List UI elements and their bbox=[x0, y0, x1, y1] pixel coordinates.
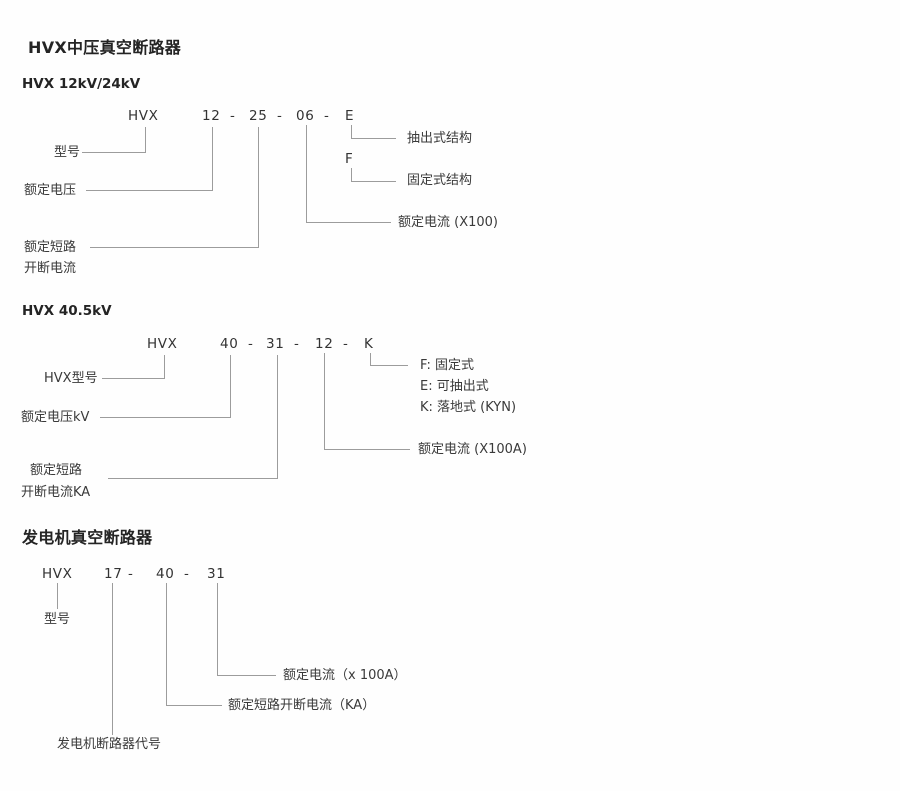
connector-vline bbox=[164, 355, 165, 379]
code-separator: - bbox=[277, 108, 283, 124]
connector-hline bbox=[351, 181, 396, 182]
connector-vline bbox=[351, 168, 352, 182]
connector-vline bbox=[112, 583, 113, 735]
connector-hline bbox=[90, 247, 258, 248]
code-separator: - bbox=[184, 566, 190, 582]
connector-hline bbox=[102, 378, 164, 379]
label-rated-voltage-kv: 额定电压kV bbox=[21, 410, 90, 425]
connector-vline bbox=[351, 125, 352, 139]
section-12kv-subtitle: HVX 12kV/24kV bbox=[22, 76, 141, 92]
connector-vline bbox=[324, 353, 325, 450]
code-separator: - bbox=[128, 566, 134, 582]
code-separator: - bbox=[230, 108, 236, 124]
connector-hline bbox=[166, 705, 222, 706]
code-separator: - bbox=[343, 336, 349, 352]
label-rated-current: 额定电流（x 100A） bbox=[283, 668, 407, 683]
code-token-generator: 17 bbox=[104, 566, 123, 582]
code-token-short-circuit: 25 bbox=[249, 108, 268, 124]
section-generator-title: 发电机真空断路器 bbox=[22, 528, 153, 547]
label-generator-breaker-code: 发电机断路器代号 bbox=[57, 737, 162, 752]
label-fixed-structure: 固定式结构 bbox=[407, 173, 473, 188]
code-token-short-circuit: 31 bbox=[266, 336, 285, 352]
code-token-current: 12 bbox=[315, 336, 334, 352]
label-rated-current: 额定电流 (X100) bbox=[398, 215, 498, 230]
code-token-structure-e: E bbox=[345, 108, 355, 124]
label-rated-voltage: 额定电压 bbox=[24, 183, 77, 198]
label-rated-current: 额定电流 (X100A) bbox=[418, 442, 527, 457]
code-token-model: HVX bbox=[147, 336, 178, 352]
connector-vline bbox=[258, 127, 259, 248]
label-model: 型号 bbox=[44, 612, 71, 627]
label-breaking-current: 开断电流 bbox=[24, 261, 77, 276]
label-breaking-current-ka: 开断电流KA bbox=[21, 485, 91, 500]
label-model: 型号 bbox=[54, 145, 81, 160]
label-code-e-drawout: E: 可抽出式 bbox=[420, 379, 489, 394]
connector-hline bbox=[86, 190, 212, 191]
connector-vline bbox=[166, 583, 167, 706]
connector-vline bbox=[370, 353, 371, 366]
code-separator: - bbox=[294, 336, 300, 352]
code-separator: - bbox=[248, 336, 254, 352]
connector-hline bbox=[100, 417, 230, 418]
connector-hline bbox=[370, 365, 408, 366]
label-code-f-fixed: F: 固定式 bbox=[420, 358, 474, 373]
label-short-circuit: 额定短路 bbox=[24, 240, 77, 255]
connector-hline bbox=[217, 675, 276, 676]
label-hvx-model: HVX型号 bbox=[44, 371, 98, 386]
connector-vline bbox=[57, 583, 58, 609]
connector-hline bbox=[324, 449, 410, 450]
code-token-current: 31 bbox=[207, 566, 226, 582]
connector-vline bbox=[306, 125, 307, 223]
section-40kv-subtitle: HVX 40.5kV bbox=[22, 303, 112, 319]
connector-vline bbox=[277, 355, 278, 479]
label-code-k-floor: K: 落地式 (KYN) bbox=[420, 400, 517, 415]
code-token-model: HVX bbox=[128, 108, 159, 124]
connector-hline bbox=[306, 222, 391, 223]
connector-vline bbox=[145, 127, 146, 153]
connector-hline bbox=[82, 152, 145, 153]
connector-vline bbox=[230, 355, 231, 418]
label-short-circuit: 额定短路 bbox=[30, 463, 83, 478]
label-drawout-structure: 抽出式结构 bbox=[407, 131, 473, 146]
code-separator: - bbox=[324, 108, 330, 124]
code-token-current: 06 bbox=[296, 108, 315, 124]
code-token-short-circuit: 40 bbox=[156, 566, 175, 582]
connector-hline bbox=[108, 478, 277, 479]
page-title: HVX中压真空断路器 bbox=[28, 38, 182, 57]
connector-vline bbox=[217, 583, 218, 676]
connector-vline bbox=[212, 127, 213, 191]
code-token-voltage: 12 bbox=[202, 108, 221, 124]
code-token-structure-k: K bbox=[364, 336, 374, 352]
code-token-model: HVX bbox=[42, 566, 73, 582]
connector-hline bbox=[351, 138, 396, 139]
label-short-circuit-breaking-current: 额定短路开断电流（KA） bbox=[228, 698, 376, 713]
code-token-structure-f: F bbox=[345, 151, 354, 167]
code-token-voltage: 40 bbox=[220, 336, 239, 352]
